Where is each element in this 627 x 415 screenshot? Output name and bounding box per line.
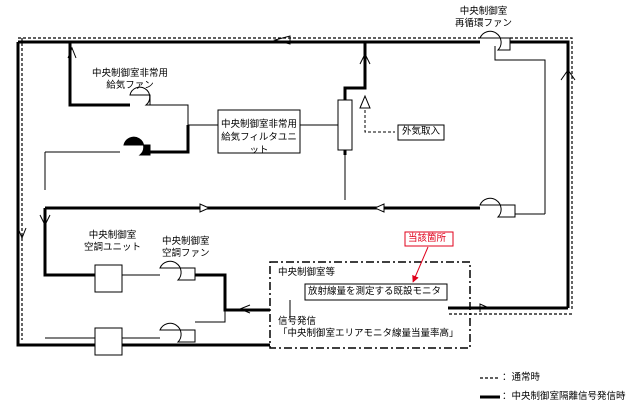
filter-unit-label-line1: 中央制御室非常用 (220, 119, 297, 130)
ac-fan-label: 中央制御室 空調ファン (162, 236, 210, 260)
signal-label: 信号発信 「中央制御室エリアモニタ線量当量率高」 (278, 316, 459, 340)
outside-air-line (364, 105, 395, 133)
control-room-zone (269, 261, 471, 349)
legend-normal-label: ：通常時 (502, 372, 541, 383)
recirc-fan-duct (494, 46, 546, 215)
emergency-fan-label-line2: 給気ファン (106, 80, 154, 91)
outside-air-label: 外気取入 (402, 126, 441, 137)
recirc-fan-label-line2: 再循環ファン (455, 18, 513, 29)
ac-fan-label-line1: 中央制御室 (162, 236, 210, 247)
legend-isolation-label: ：中央制御室隔離信号発信時 (502, 391, 626, 402)
ac-unit-label: 中央制御室 空調ユニット (84, 230, 141, 254)
outside-air-box (397, 124, 445, 141)
emergency-fan-label: 中央制御室非常用 給気ファン (92, 68, 168, 92)
recirc-fan-label: 中央制御室 再循環ファン (455, 6, 512, 30)
ac-unit-label-line1: 中央制御室 (88, 230, 137, 241)
target-location-box (404, 231, 454, 247)
damper-box (337, 99, 353, 151)
ac-unit-lower (94, 327, 123, 356)
signal-label-line2: 「中央制御室エリアモニタ線量当量率高」 (278, 328, 459, 339)
target-arrow (412, 246, 429, 283)
fan-icon (129, 30, 516, 343)
filter-unit-label-line2: 給気フィルタユニット (221, 132, 297, 156)
ac-fan-label-line2: 空調ファン (162, 248, 210, 259)
emergency-fan-label-line1: 中央制御室非常用 (92, 68, 169, 79)
recirc-fan-label-line1: 中央制御室 (459, 6, 508, 17)
supply-line (43, 206, 480, 339)
filter-unit-label: 中央制御室非常用 給気フィルタユニット (218, 118, 300, 157)
target-location-label: 当該箇所 (408, 233, 447, 244)
control-room-zone-label: 中央制御室等 (278, 267, 336, 278)
signal-label-line1: 信号発信 (278, 316, 317, 327)
emergency-branch (44, 42, 367, 200)
filter-unit-box (217, 109, 301, 154)
monitor-label: 放射線量を測定する既設モニタ (308, 286, 442, 297)
ac-unit-label-line2: 空調ユニット (84, 242, 142, 253)
ac-unit-upper (94, 264, 123, 293)
outer-duct-loop (16, 37, 573, 347)
fan-filled-icon (123, 136, 151, 156)
monitor-box (304, 283, 448, 301)
damper-icon (359, 94, 371, 109)
flow-arrow-icon (17, 35, 576, 314)
